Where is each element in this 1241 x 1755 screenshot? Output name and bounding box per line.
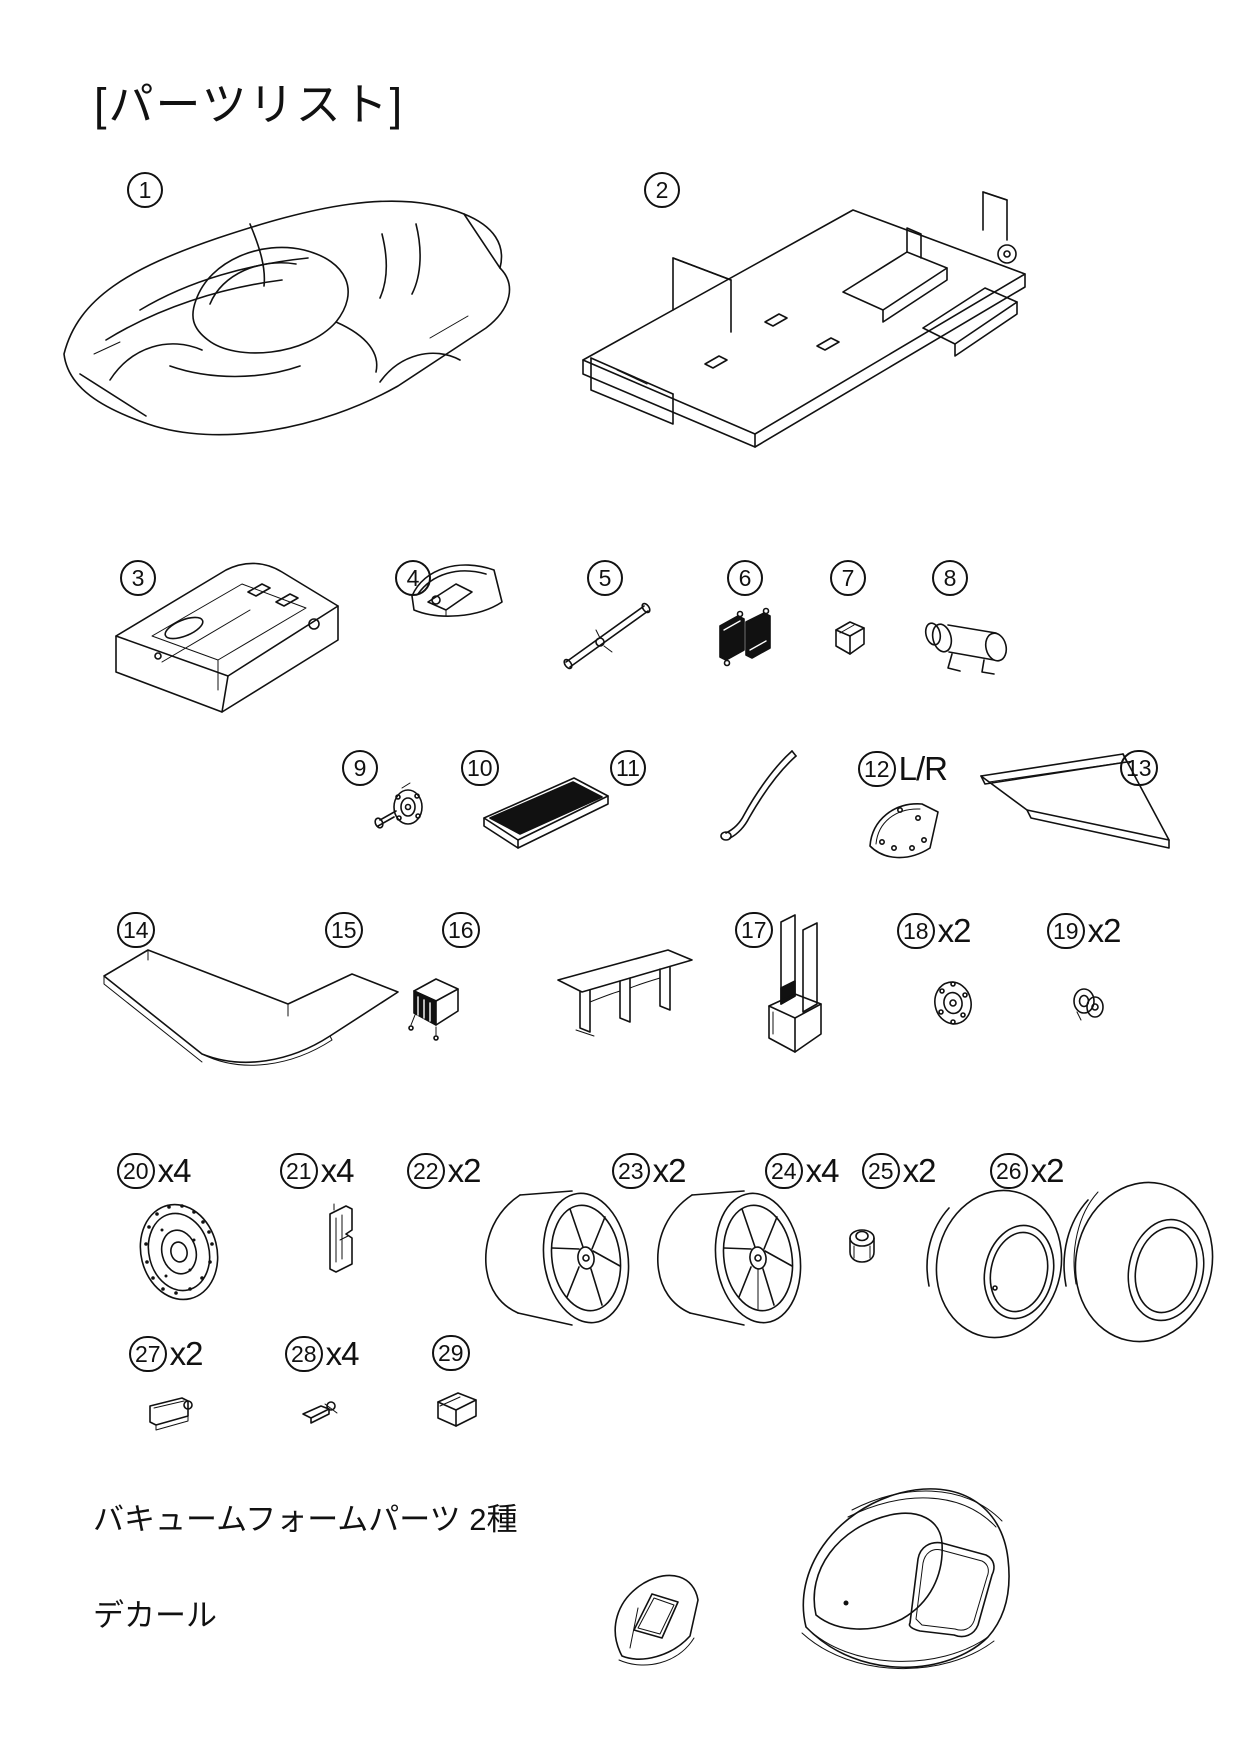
part-2-number: 2	[644, 172, 680, 208]
part-24-wheel-nut-drawing	[849, 1229, 875, 1263]
part-20-number: 20	[117, 1153, 155, 1189]
part-6-electronics-drawing	[719, 607, 771, 667]
part-21-caliper-drawing	[329, 1203, 353, 1273]
part-2-chassis-drawing	[582, 191, 1026, 448]
part-11-number: 11	[610, 750, 646, 786]
part-5-label: 5	[587, 560, 626, 596]
part-8-number: 8	[932, 560, 968, 596]
part-29-small-box-drawing	[437, 1392, 477, 1427]
part-17-label: 17	[735, 912, 776, 948]
part-15-cooler-drawing	[408, 978, 459, 1041]
decal-caption: デカール	[93, 1598, 217, 1633]
part-23-rear-wheel-drawing	[657, 1190, 802, 1326]
part-6-label: 6	[727, 560, 766, 596]
part-15-label: 15	[325, 912, 366, 948]
vacuum-form-caption: バキュームフォームパーツ 2種	[93, 1502, 518, 1537]
part-17-fin-drawing	[768, 914, 822, 1053]
part-27-light-box-drawing	[149, 1397, 193, 1431]
part-28-clip-drawing	[302, 1401, 338, 1424]
part-29-label: 29	[432, 1335, 473, 1371]
part-10-number: 10	[461, 750, 499, 786]
part-5-number: 5	[587, 560, 623, 596]
part-7-box-drawing	[835, 621, 865, 655]
part-10-label: 10	[461, 750, 502, 786]
part-21-number: 21	[280, 1153, 318, 1189]
part-16-number: 16	[442, 912, 480, 948]
part-3-number: 3	[120, 560, 156, 596]
part-4-dash-drawing	[411, 564, 503, 617]
part-12-number: 12	[858, 751, 896, 787]
part-15-number: 15	[325, 912, 363, 948]
part-19-hub-nut-drawing	[1073, 988, 1104, 1021]
page-title: [パーツリスト]	[94, 79, 405, 130]
part-6-number: 6	[727, 560, 763, 596]
part-11-label: 11	[610, 750, 649, 786]
part-12-lr: L/R	[898, 750, 948, 787]
part-14-label: 14	[117, 912, 158, 948]
part-3-label: 3	[120, 560, 159, 596]
part-13-wing-plate-drawing	[980, 753, 1170, 849]
part-29-number: 29	[432, 1335, 470, 1371]
part-17-number: 17	[735, 912, 773, 948]
vacuum-windscreen-drawing	[614, 1574, 699, 1666]
vacuum-canopy-drawing	[801, 1488, 1010, 1670]
part-24-number: 24	[765, 1153, 803, 1189]
part-9-label: 9	[342, 750, 381, 786]
part-10-mesh-plate-drawing	[483, 777, 609, 849]
part-2-label: 2	[644, 172, 683, 208]
part-28-number: 28	[285, 1336, 323, 1372]
part-22-number: 22	[407, 1153, 445, 1189]
part-19-number: 19	[1047, 913, 1085, 949]
part-18-number: 18	[897, 913, 935, 949]
part-8-cylinder-drawing	[924, 622, 1008, 675]
part-26-rear-tire-drawing	[1063, 1181, 1214, 1343]
part-16-wing-stay-drawing	[557, 949, 693, 1037]
part-9-number: 9	[342, 750, 378, 786]
part-22-front-wheel-drawing	[485, 1190, 630, 1326]
part-25-number: 25	[862, 1153, 900, 1189]
part-5-rod-drawing	[563, 602, 651, 670]
part-16-label: 16	[442, 912, 483, 948]
part-1-label: 1	[127, 172, 166, 208]
part-8-label: 8	[932, 560, 971, 596]
part-1-number: 1	[127, 172, 163, 208]
part-9-hub-drawing	[374, 782, 423, 829]
part-27-number: 27	[129, 1336, 167, 1372]
part-7-label: 7	[830, 560, 869, 596]
part-14-floor-panel-drawing	[103, 949, 399, 1066]
part-11-hose-drawing	[720, 750, 797, 841]
part-26-number: 26	[990, 1153, 1028, 1189]
part-23-number: 23	[612, 1153, 650, 1189]
part-18-disc-drawing	[934, 981, 972, 1025]
part-1-body-shell-drawing	[63, 200, 511, 436]
part-14-number: 14	[117, 912, 155, 948]
part-20-brake-disc-drawing	[139, 1203, 219, 1301]
part-3-cockpit-tub-drawing	[115, 562, 339, 713]
part-7-number: 7	[830, 560, 866, 596]
part-25-front-tire-drawing	[926, 1189, 1063, 1339]
part-12-side-panel-drawing	[869, 803, 939, 859]
